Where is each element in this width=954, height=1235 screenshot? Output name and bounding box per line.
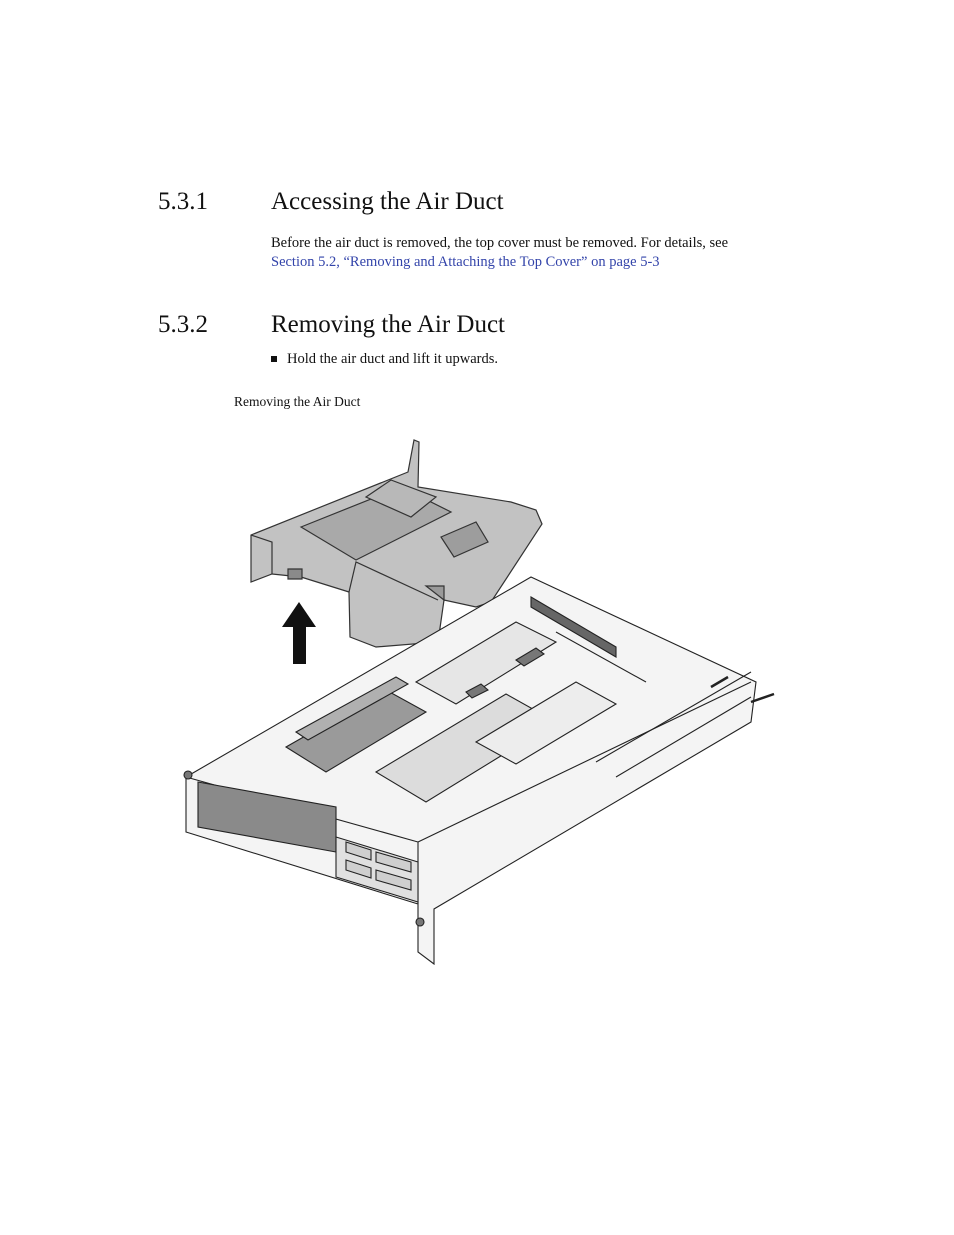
server-chassis-icon	[183, 576, 775, 966]
square-bullet-icon	[271, 355, 277, 362]
bullet-text: Hold the air duct and lift it upwards.	[287, 351, 499, 367]
section-paragraph: Before the air duct is removed, the top …	[271, 234, 851, 272]
section-heading: Accessing the Air Duct	[271, 188, 504, 215]
section-number: 5.3.1	[158, 188, 208, 215]
cross-reference-link[interactable]: Section 5.2, “Removing and Attaching the…	[271, 254, 660, 270]
section-number: 5.3.2	[158, 311, 208, 338]
figure-caption: Removing the Air Duct	[234, 394, 361, 409]
paragraph-text: Before the air duct is removed, the top …	[271, 235, 729, 251]
lift-arrow-icon	[282, 602, 316, 664]
section-heading: Removing the Air Duct	[271, 311, 505, 338]
air-duct-icon	[250, 439, 543, 648]
air-duct-removal-illustration	[176, 432, 786, 977]
bullet-item: Hold the air duct and lift it upwards.	[271, 351, 498, 368]
